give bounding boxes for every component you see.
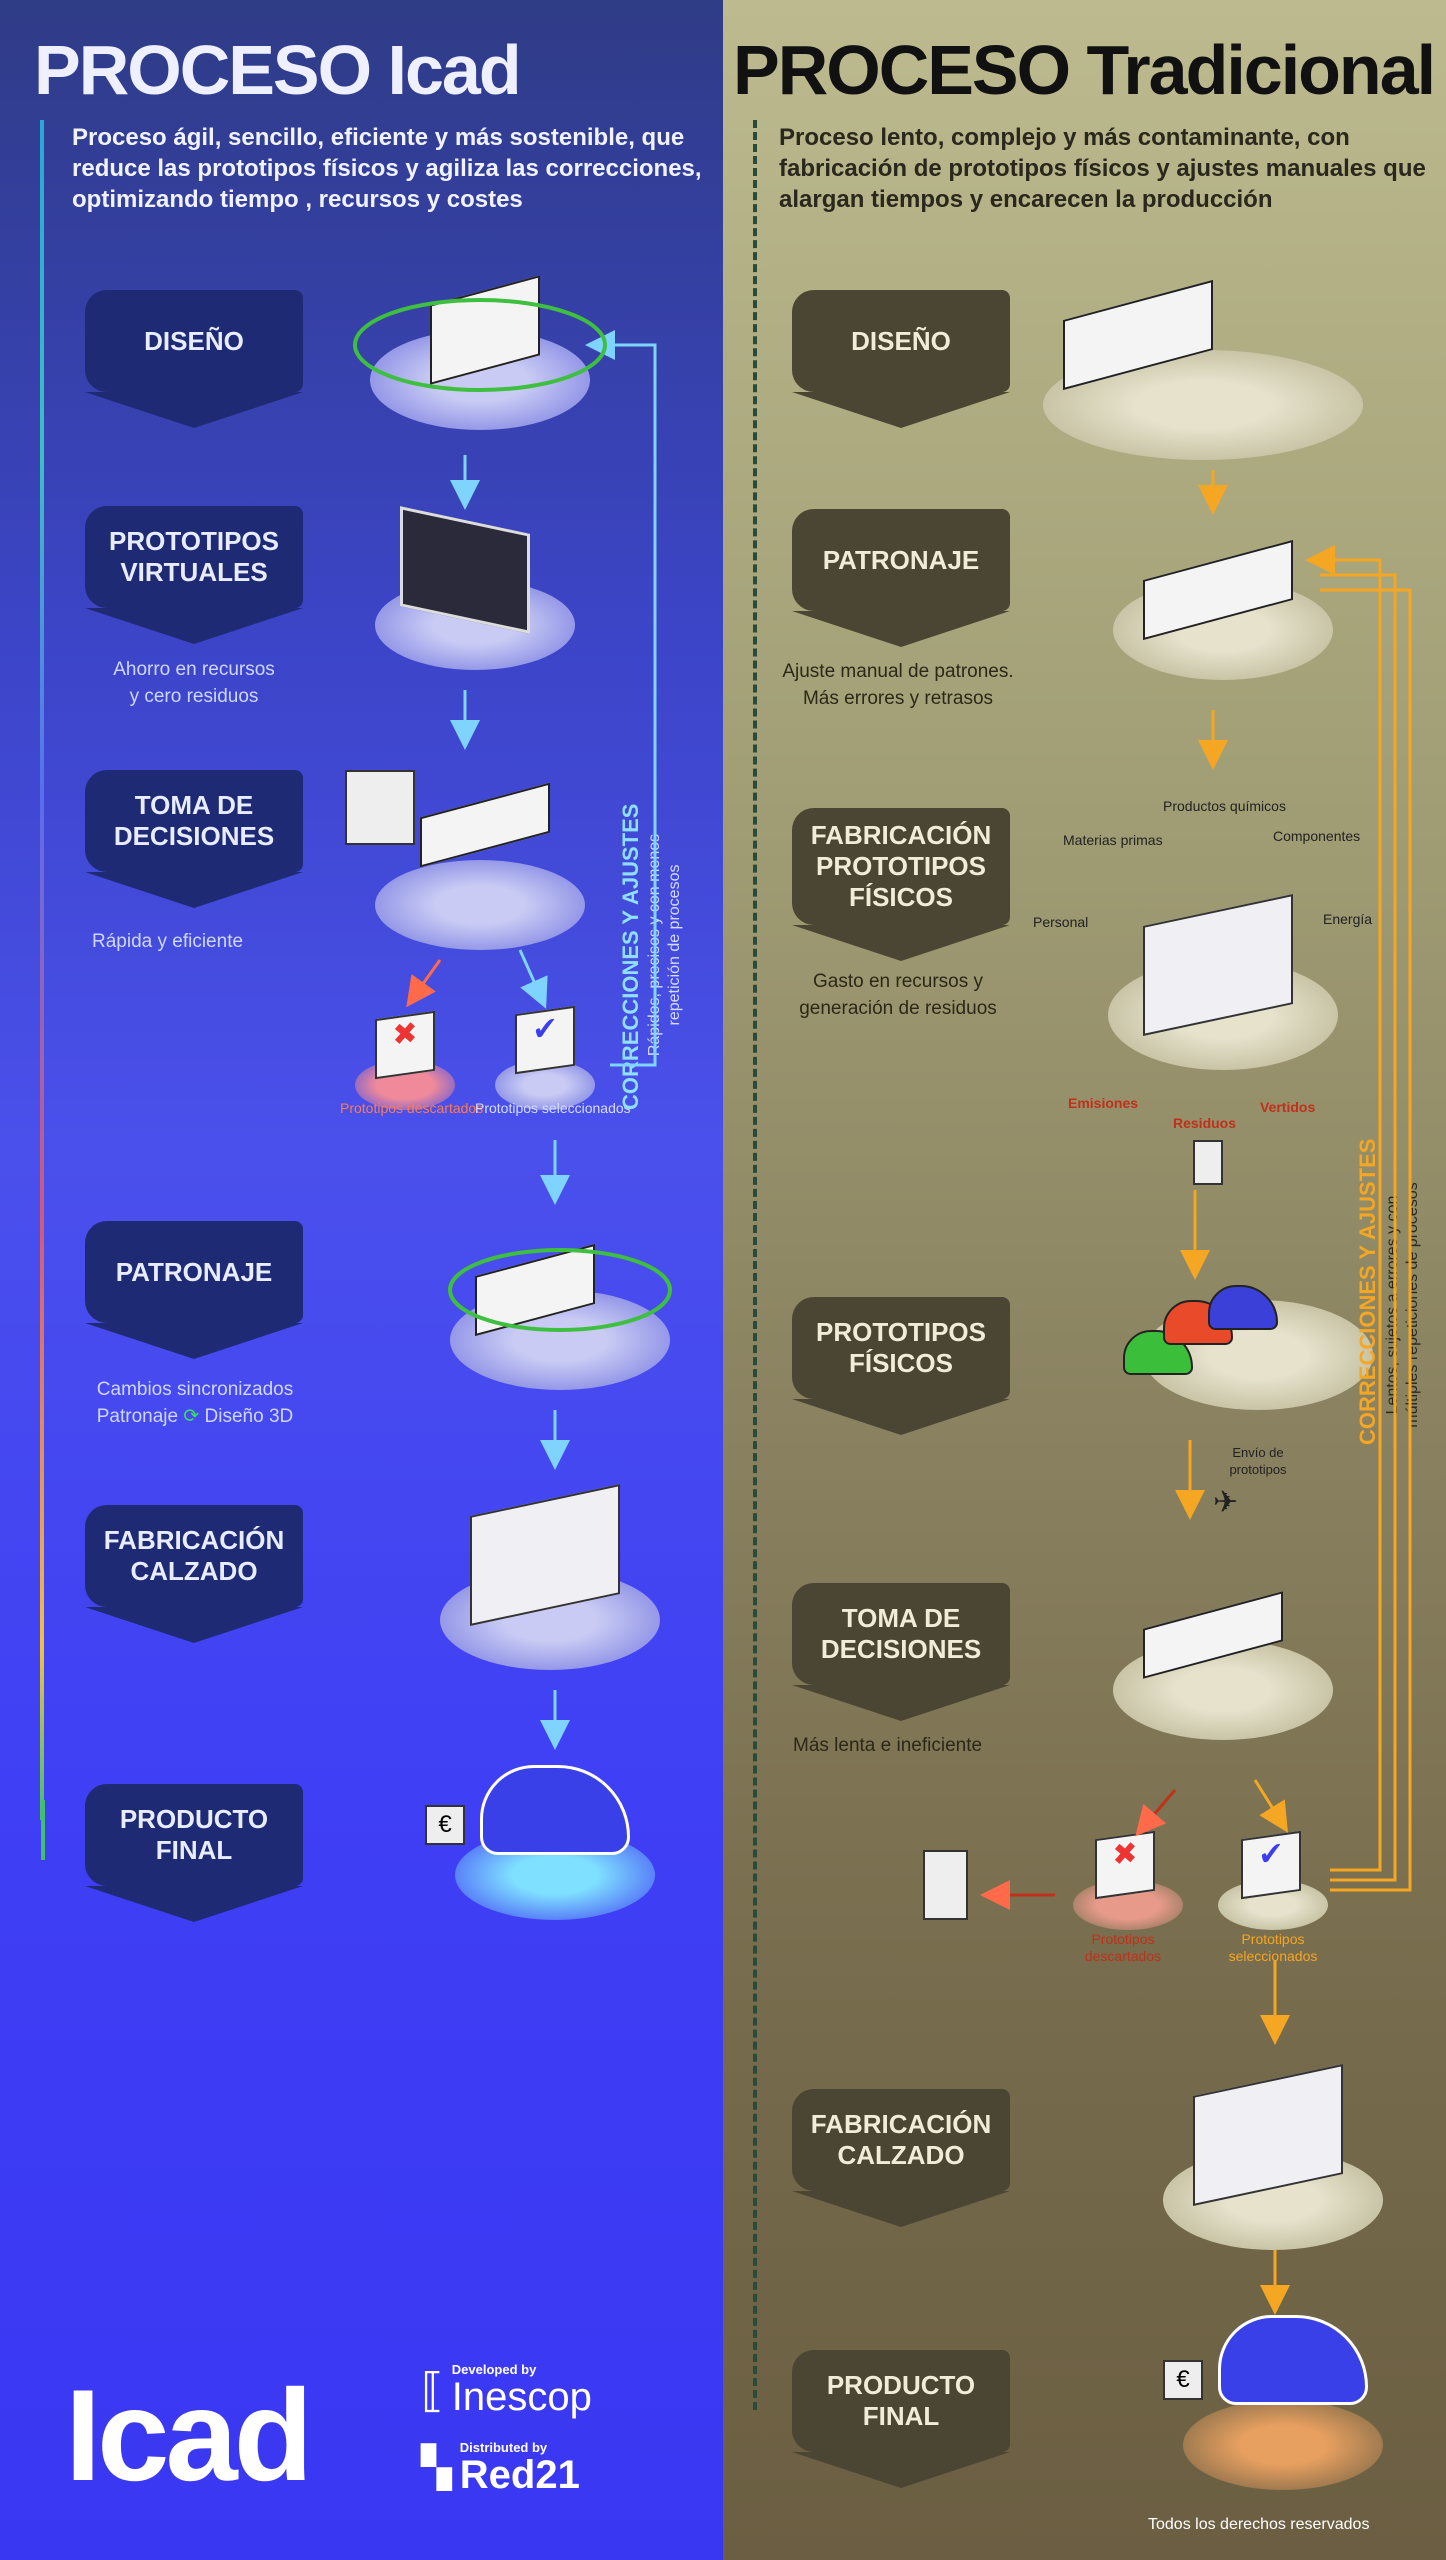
discard-cart-icon (923, 1850, 968, 1920)
traditional-process-panel: PROCESO Tradicional Proceso lento, compl… (723, 0, 1446, 2560)
icad-logo: Icad (65, 2362, 313, 2508)
trad-step-producto-final: PRODUCTO FINAL (792, 2350, 1010, 2452)
sync-icon: ⟳ (183, 1406, 200, 1427)
trad-step-patronaje: PATRONAJE (792, 509, 1010, 611)
input-energia: Energía (1323, 911, 1373, 927)
trad-step-fabricacion-prototipos: FABRICACIÓN PROTOTIPOS FÍSICOS (792, 808, 1010, 925)
icad-discarded-label: Prototipos descartados (340, 1100, 484, 1116)
shipping-label: Envío de prototipos (1229, 1445, 1287, 1477)
icad-step-diseno: DISEÑO (85, 290, 303, 392)
trad-description: Proceso lento, complejo y más contaminan… (779, 124, 1426, 213)
icad-note: Rápida y eficiente (92, 931, 244, 952)
timeline-line (40, 120, 44, 1820)
icad-arrows (450, 330, 657, 1750)
trad-step-fabricacion-calzado: FABRICACIÓN CALZADO (792, 2089, 1010, 2191)
output-residuos: Residuos (1173, 1115, 1237, 1131)
green-shoe-icon (1123, 1330, 1193, 1375)
trad-step-diseno: DISEÑO (792, 290, 1010, 392)
airplane-icon: ✈ (1213, 1486, 1239, 1519)
trad-discarded-label: Prototipos descartados (1084, 1931, 1162, 1964)
timeline-line (753, 120, 757, 2410)
icad-title: PROCESO Icad (34, 31, 522, 109)
icad-step-patronaje: PATRONAJE (85, 1221, 303, 1323)
icad-step-prototipos-virtuales: PROTOTIPOS VIRTUALES (85, 506, 303, 608)
output-emisiones: Emisiones (1068, 1095, 1139, 1111)
meeting-platform (375, 860, 585, 950)
presentation-board-icon (345, 770, 415, 845)
price-tag-icon: € (425, 1805, 465, 1845)
rotation-ring-icon (353, 298, 607, 392)
trad-arrows (1175, 470, 1412, 2315)
output-vertidos: Vertidos (1260, 1099, 1316, 1115)
inescop-mark-icon: ⟦ (421, 2363, 444, 2416)
icad-step-fabricacion: FABRICACIÓN CALZADO (85, 1505, 303, 1607)
trad-note: Más lenta e ineficiente (793, 1735, 983, 1756)
trad-title: PROCESO Tradicional (733, 31, 1436, 109)
trad-step-prototipos-fisicos: PROTOTIPOS FÍSICOS (792, 1297, 1010, 1399)
trad-step-toma-decisiones: TOMA DE DECISIONES (792, 1583, 1010, 1685)
product-platform (1183, 2400, 1383, 2490)
trad-note: Ajuste manual de patrones.Más errores y … (782, 661, 1014, 709)
input-componentes: Componentes (1273, 828, 1361, 844)
price-tag-icon: € (1163, 2360, 1203, 2400)
icad-process-panel: PROCESO Icad Proceso ágil, sencillo, efi… (0, 0, 723, 2560)
red21-mark-icon: ▚ (421, 2445, 452, 2490)
icad-step-toma-decisiones: TOMA DE DECISIONES (85, 770, 303, 872)
icad-selected-label: Prototipos seleccionados (475, 1100, 631, 1116)
input-personal: Personal (1033, 914, 1089, 930)
trad-selected-label: Prototipos seleccionados (1228, 1931, 1318, 1964)
rotation-ring-icon (448, 1248, 672, 1332)
icad-description: Proceso ágil, sencillo, eficiente y más … (72, 124, 702, 213)
input-materias-primas: Materias primas (1063, 832, 1163, 848)
footer-rights: Todos los derechos reservados (1148, 2516, 1370, 2533)
trash-bin-icon (1193, 1140, 1223, 1185)
icad-step-producto-final: PRODUCTO FINAL (85, 1784, 303, 1886)
